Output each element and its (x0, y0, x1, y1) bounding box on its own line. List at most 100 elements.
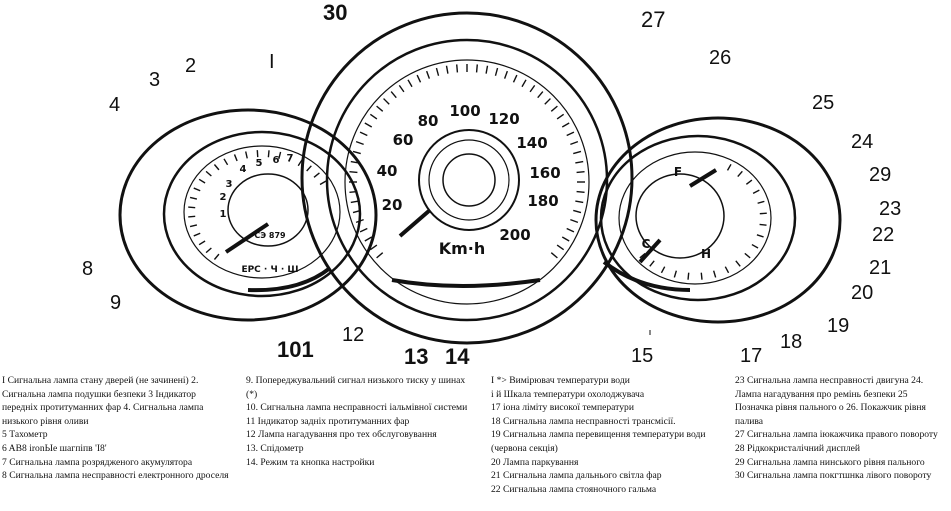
tick-mark (757, 200, 765, 204)
instrument-cluster-diagram: 20 40 60 80 100 120 140 160 180 200 Km·h… (118, 11, 842, 345)
tick-mark (198, 240, 206, 246)
tick-mark (687, 272, 690, 280)
fuel-tick-marks (639, 163, 767, 280)
callout-13: 13 (404, 344, 429, 369)
legend-item: 7 Сигнальна лампа розрядженого акумулято… (2, 456, 193, 468)
tick-mark (566, 227, 575, 233)
speed-label-200: 200 (499, 226, 530, 244)
tick-mark (550, 105, 558, 112)
tick-mark (313, 172, 320, 178)
tacho-label-5: 5 (256, 158, 263, 169)
tick-mark (267, 150, 270, 158)
legend-column-3: I *> Вимірювач температури води і й Шкал… (491, 374, 721, 496)
legend-item: 13. Спідометр (246, 443, 304, 455)
fuel-full-label: F (674, 165, 682, 179)
legend-item: 12 Лампа нагадування про тех обслуговува… (246, 429, 437, 441)
tick-mark (233, 154, 238, 162)
callout-20: 20 (851, 282, 874, 304)
tick-mark (752, 189, 760, 194)
tick-mark (570, 140, 579, 146)
tick-mark (188, 215, 196, 218)
tick-mark (556, 113, 565, 120)
tick-mark (556, 244, 565, 251)
tick-mark (355, 218, 364, 224)
tick-mark (445, 65, 449, 74)
tick-mark (724, 266, 730, 274)
tick-mark (193, 232, 201, 237)
tick-mark (198, 178, 206, 184)
tacho-label-6: 6 (273, 155, 280, 166)
tick-mark (550, 252, 558, 259)
legend-item: 9. Попереджувальний сигнал низького тиск… (246, 375, 466, 400)
callout-2: 2 (185, 55, 197, 77)
temp-hot-label: H (701, 247, 711, 261)
tick-mark (205, 247, 212, 254)
tick-mark (416, 74, 422, 83)
tick-mark (359, 227, 368, 233)
tick-mark (575, 200, 584, 204)
temp-cold-label: C (642, 237, 651, 251)
tacho-label-7: 7 (287, 153, 294, 164)
tick-mark (673, 270, 678, 278)
tick-mark (390, 91, 397, 99)
legend-item: 27 Сигнальна лампа іюкажчика правого пов… (735, 429, 938, 441)
tick-mark (576, 171, 585, 174)
callout-3: 3 (149, 69, 161, 91)
callout-101: 101 (277, 337, 314, 362)
tick-mark (213, 253, 220, 260)
tick-mark (352, 150, 361, 155)
tick-mark (359, 131, 368, 137)
tick-mark (355, 140, 364, 146)
tick-mark (350, 160, 359, 164)
tick-mark (205, 170, 212, 177)
callout-29: 29 (869, 164, 892, 186)
tick-mark (376, 252, 384, 259)
tick-mark (376, 105, 384, 112)
tick-mark (566, 131, 575, 137)
tick-mark (297, 159, 303, 167)
tick-mark (306, 165, 312, 172)
speedometer-bezel (325, 38, 609, 322)
tick-mark (521, 79, 527, 88)
speedometer-dial (344, 59, 590, 305)
tick-mark (278, 151, 282, 159)
tachometer-red-zone (247, 266, 332, 293)
tick-mark (712, 270, 717, 278)
tick-mark (735, 260, 741, 267)
odometer-ring-outer (418, 129, 520, 231)
fuel-red-zone (602, 260, 691, 292)
tachometer-tick-marks (188, 150, 327, 260)
callout-14: 14 (445, 344, 470, 369)
tacho-mini-label: CЭ 879 (254, 231, 286, 240)
legend-item: 30 Сигнальна лампа покгтшнка лівого пово… (735, 470, 932, 482)
tick-mark (364, 122, 373, 128)
legend-item: 29 Сигнальна лампа нинського рівня пальн… (735, 456, 925, 468)
speed-label-180: 180 (527, 192, 558, 210)
legend-item: I Сигнальна лампа стану дверей (не зачин… (2, 375, 204, 427)
speed-label-40: 40 (377, 162, 398, 180)
legend-column-1: I Сигнальна лампа стану дверей (не зачин… (2, 374, 230, 483)
tick-mark (700, 272, 703, 280)
callout-24: 24 (851, 131, 874, 153)
legend-item: 8 Сигнальна лампа несправності електронн… (2, 470, 229, 482)
legend-item: 5 Тахометр (2, 429, 48, 441)
tick-mark (398, 84, 405, 93)
legend-item: 18 Сигнальна лампа несправності трансміс… (491, 415, 676, 427)
legend-item: 14. Режим та кнопка настройки (246, 456, 375, 468)
legend-item: 6 AB8 ironЫe шагпіпв 'I8' (2, 443, 107, 455)
speed-label-140: 140 (516, 134, 547, 152)
tick-mark (349, 190, 358, 193)
tick-mark (456, 64, 459, 73)
odometer-ring-inner (428, 139, 510, 221)
callout-9: 9 (110, 292, 122, 314)
tick-mark (349, 171, 358, 174)
epc-label: EPC · Ч · Ш (241, 265, 298, 275)
tick-mark (573, 150, 582, 155)
brand-emblem (442, 153, 496, 207)
legend-item: 20 Лампа паркування (491, 456, 579, 468)
tick-mark (369, 113, 378, 120)
callout-25: 25 (812, 92, 835, 114)
tick-mark (726, 163, 732, 171)
tick-mark (503, 70, 509, 79)
callout-26: 26 (709, 47, 732, 69)
